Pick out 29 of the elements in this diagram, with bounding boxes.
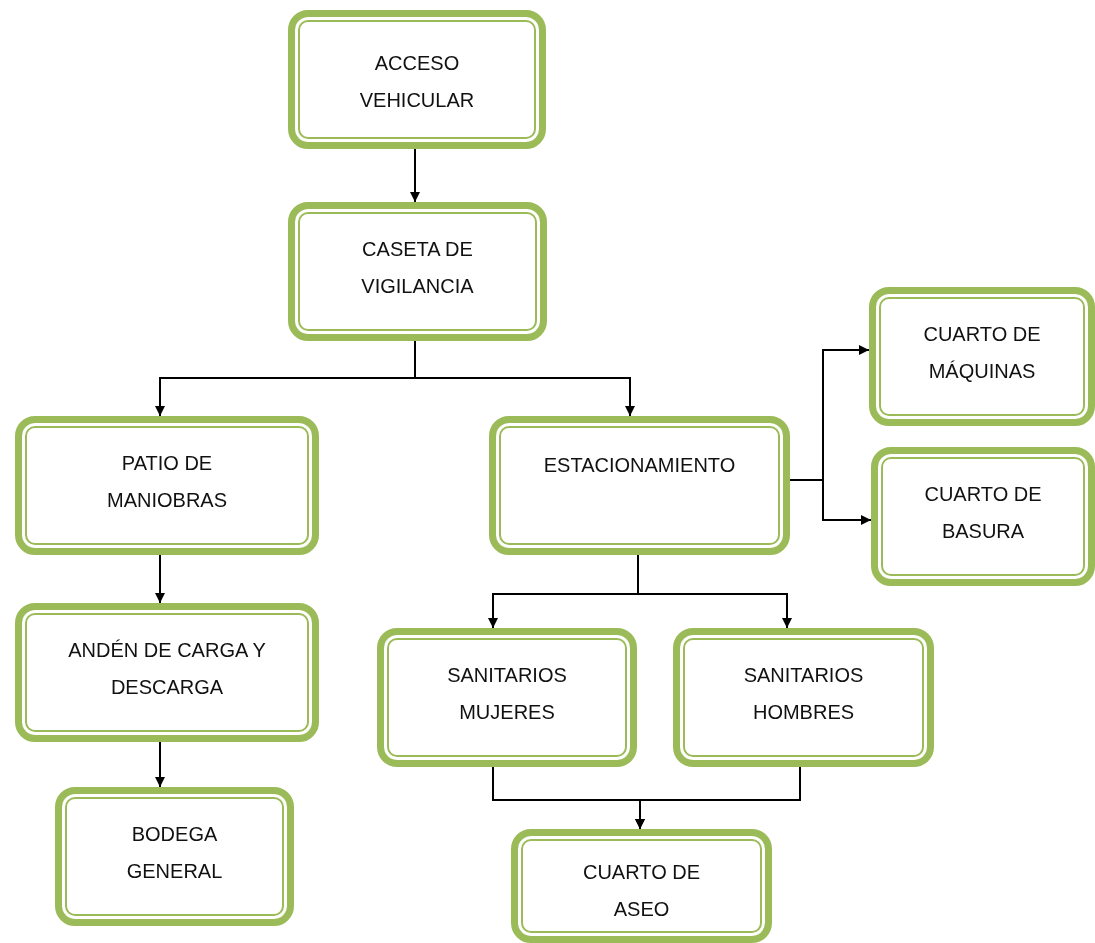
arrow: [155, 741, 165, 788]
box-label: ACCESO VEHICULAR: [358, 51, 476, 113]
process-box: [869, 287, 1095, 426]
box-label: SANITARIOS HOMBRES: [742, 663, 865, 725]
process-box: [377, 628, 637, 767]
process-box: [15, 416, 319, 555]
process-box: [55, 787, 294, 926]
box-label: CUARTO DE BASURA: [923, 482, 1043, 544]
process-box: [673, 628, 934, 767]
process-box: [871, 447, 1095, 586]
arrow: [637, 554, 792, 629]
box-label: BODEGA GENERAL: [125, 822, 224, 884]
box-label: ANDÉN DE CARGA Y DESCARGA: [67, 638, 267, 700]
process-box: [489, 416, 790, 555]
process-box: [15, 603, 319, 742]
box-label: PATIO DE MANIOBRAS: [106, 451, 228, 513]
arrow: [635, 766, 801, 830]
arrow: [414, 340, 635, 417]
arrow: [155, 554, 165, 604]
arrow: [789, 479, 872, 525]
box-label: CUARTO DE ASEO: [581, 860, 702, 922]
process-box: [511, 829, 772, 943]
box-label: CASETA DE VIGILANCIA: [360, 237, 475, 299]
process-box: [288, 202, 547, 341]
box-label: ESTACIONAMIENTO: [543, 453, 736, 478]
box-label: SANITARIOS MUJERES: [446, 663, 568, 725]
process-box: [288, 10, 546, 149]
arrow: [410, 148, 420, 203]
box-label: CUARTO DE MÁQUINAS: [922, 322, 1042, 384]
